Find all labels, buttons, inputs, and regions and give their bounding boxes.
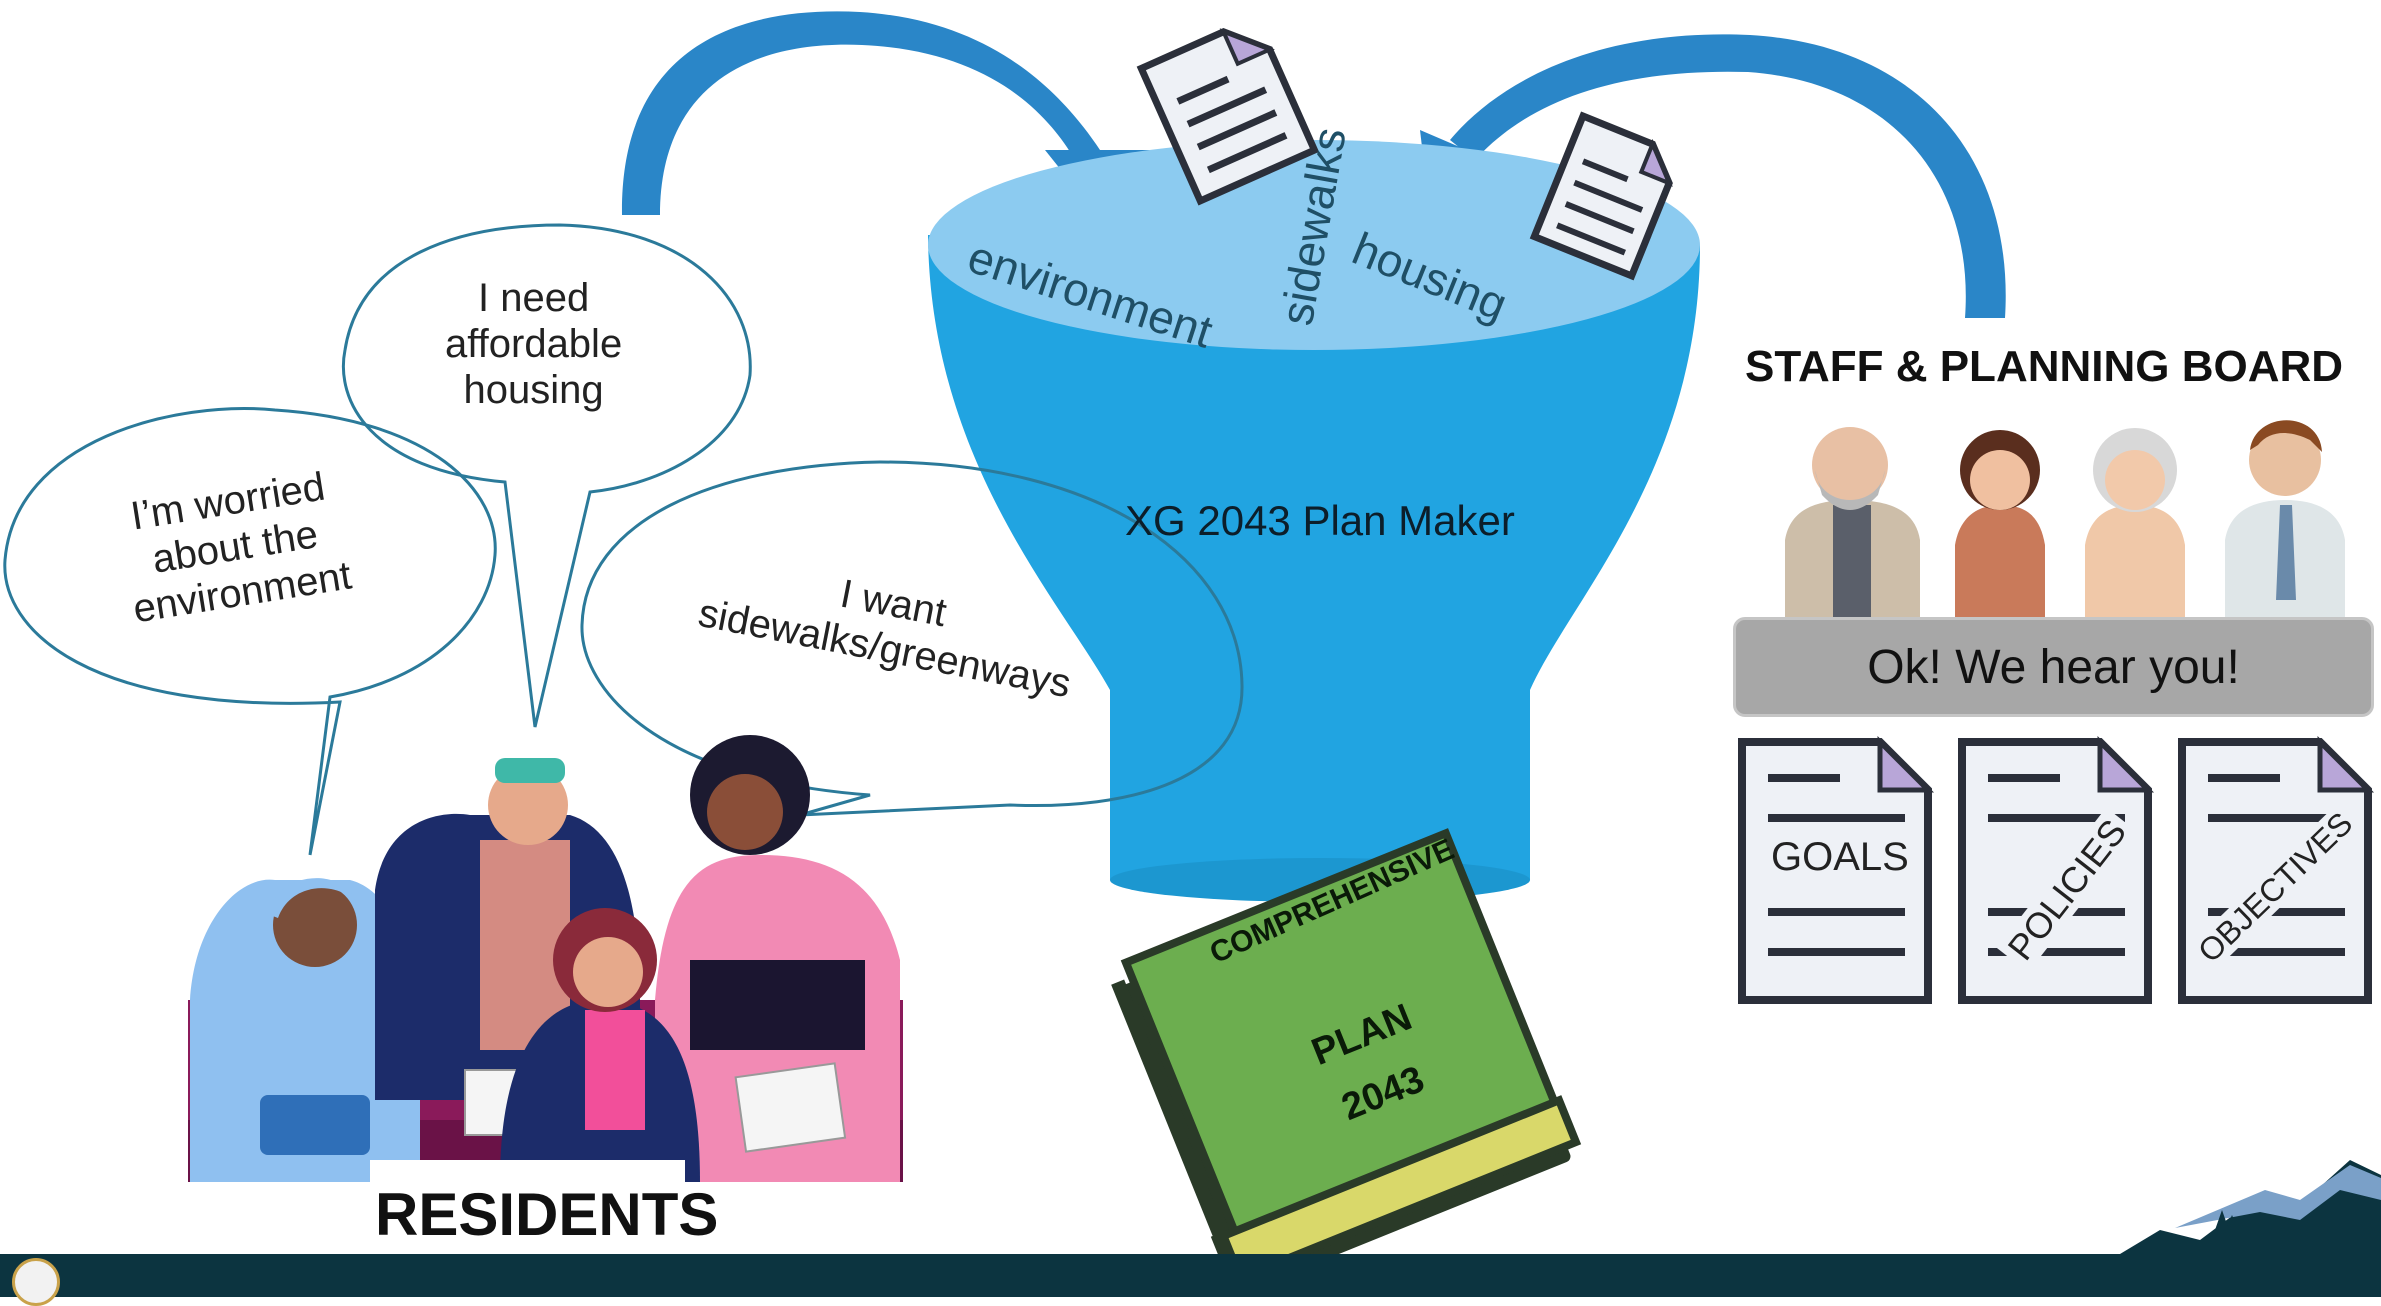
- county-seal-icon: [12, 1258, 60, 1306]
- residents-title: RESIDENTS: [375, 1181, 719, 1248]
- document-icon: [1136, 28, 1320, 206]
- speech-bubble-middle: [341, 223, 752, 728]
- residents-illustration: [188, 735, 903, 1200]
- response-text: Ok! We hear you!: [1867, 640, 2240, 694]
- doc-label-goals: GOALS: [1765, 835, 1915, 879]
- funnel-icon: [928, 140, 1700, 902]
- staff-title: STAFF & PLANNING BOARD: [1745, 342, 2344, 391]
- footer-bar: [0, 1254, 2381, 1297]
- document-icon: [1529, 111, 1673, 281]
- response-box: Ok! We hear you!: [1733, 617, 2374, 717]
- book-icon: [1111, 828, 1582, 1293]
- funnel-label: XG 2043 Plan Maker: [1125, 497, 1515, 544]
- mountain-logo-icon: [2120, 1160, 2381, 1254]
- speech-bubble-left: [3, 407, 497, 856]
- speech-bubble-right: [580, 460, 1244, 817]
- bubble-text-middle: I need affordable housing: [445, 276, 623, 412]
- staff-illustration: [1785, 420, 2345, 620]
